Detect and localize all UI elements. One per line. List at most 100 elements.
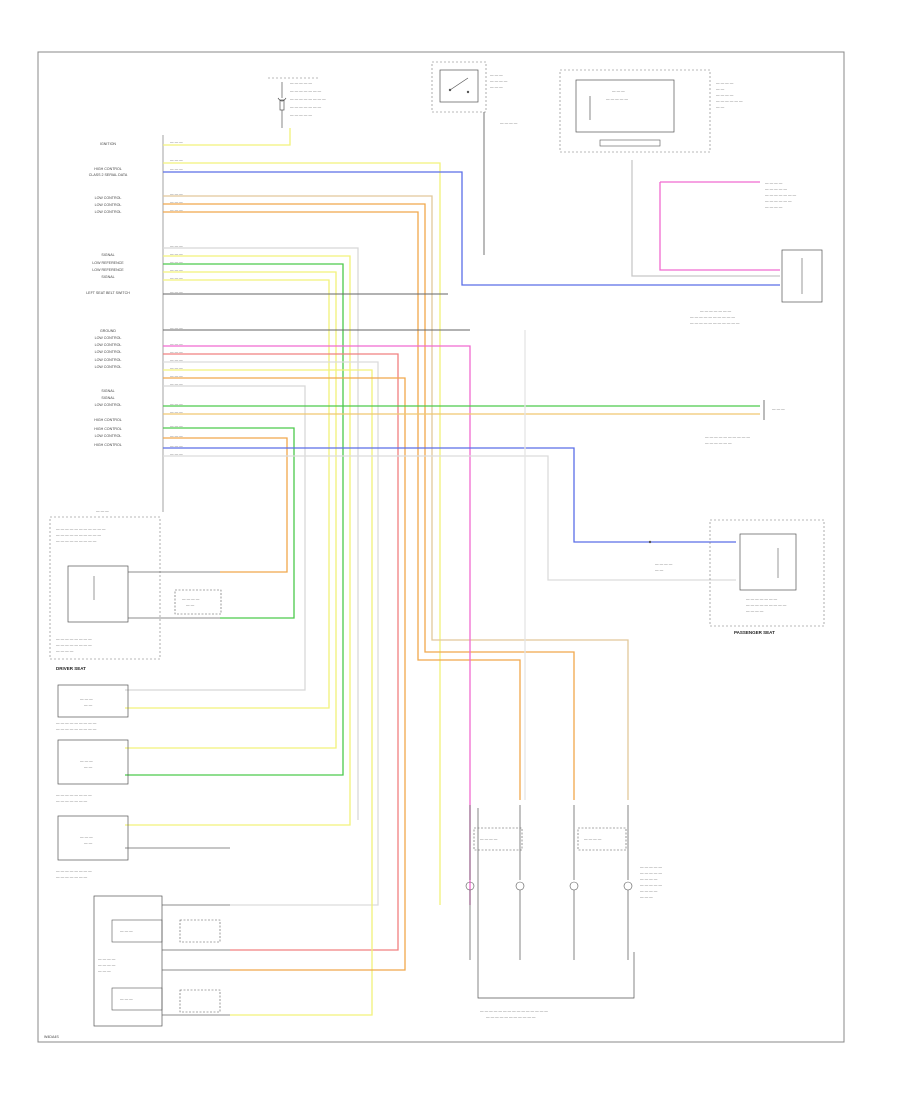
svg-text:— — —: — — —: [170, 268, 183, 272]
svg-text:— — — —: — — — —: [746, 609, 764, 613]
svg-text:— — — — — — — —: — — — — — — — —: [56, 869, 92, 873]
svg-text:— — — —: — — — —: [716, 81, 734, 85]
driver-seat-label: DRIVER SEAT: [56, 666, 86, 671]
svg-text:SIGNAL: SIGNAL: [101, 253, 114, 257]
svg-text:— — —: — — —: [80, 835, 93, 839]
svg-text:— — —: — — —: [170, 244, 183, 248]
svg-text:LOW CONTROL: LOW CONTROL: [95, 350, 122, 354]
ignition-fuse-block: — — — — — — — — — — — — — — — — — — — — …: [268, 77, 326, 128]
svg-text:LOW CONTROL: LOW CONTROL: [95, 336, 122, 340]
svg-text:— — — — — — — — —: — — — — — — — — —: [56, 727, 97, 731]
svg-text:— — —: — — —: [170, 444, 183, 448]
svg-text:— — —: — — —: [170, 382, 183, 386]
left-side-impact-sensor-box: — — — — — — — — — — — — — — — — — — — — …: [49, 509, 222, 671]
svg-text:LOW CONTROL: LOW CONTROL: [95, 343, 122, 347]
svg-text:— — — — —: — — — — —: [606, 97, 628, 101]
wire-labels: — — — — — — — — — — — — — — — — — — — — …: [170, 140, 183, 456]
svg-text:— — —: — — —: [170, 167, 183, 171]
svg-text:— — — — — — —: — — — — — — —: [746, 597, 778, 601]
svg-text:— — — — — —: — — — — — —: [765, 199, 792, 203]
right-frontal-sensor: — — — — — — — — — — — — — — — — — — — —: [56, 739, 129, 803]
svg-text:— — — — — — —: — — — — — — —: [56, 799, 88, 803]
svg-text:— — —: — — —: [490, 73, 503, 77]
svg-text:SIGNAL: SIGNAL: [101, 275, 114, 279]
svg-text:— — —: — — —: [170, 434, 183, 438]
svg-text:— — —: — — —: [170, 208, 183, 212]
svg-text:— — — —: — — — —: [500, 121, 518, 125]
svg-text:— — —: — — —: [170, 410, 183, 414]
svg-text:— — —: — — —: [170, 276, 183, 280]
wire-low-control-3: [163, 211, 521, 800]
svg-text:— — — —: — — — —: [640, 889, 658, 893]
svg-text:— —: — —: [84, 765, 93, 769]
svg-text:— — — — — — — — — — —: — — — — — — — — — — —: [56, 527, 106, 531]
svg-text:— — — — — — — — — — — — — — —: — — — — — — — — — — — — — — —: [480, 1009, 548, 1013]
svg-text:— — —: — — —: [170, 260, 183, 264]
svg-text:— — —: — — —: [170, 290, 183, 294]
wire-high-control: [163, 162, 441, 905]
svg-text:— — —: — — —: [170, 326, 183, 330]
svg-text:— — — — — — — — —: — — — — — — — — —: [56, 539, 97, 543]
svg-text:— — —: — — —: [170, 374, 183, 378]
svg-text:— — —: — — —: [120, 929, 133, 933]
wire-signal-yellow-2: [125, 279, 330, 709]
svg-text:— — — — — — —: — — — — — — —: [290, 89, 322, 93]
svg-text:— — — — —: — — — — —: [290, 113, 312, 117]
page-reference: W4DA4S: [44, 1035, 59, 1039]
svg-text:— — — —: — — — —: [655, 562, 673, 566]
svg-text:— — — —: — — — —: [182, 597, 200, 601]
steering-wheel-module: — — — — — — — — — — — — — — — — —: [93, 895, 230, 1027]
wire-blue-right: [163, 447, 736, 543]
wire-class2: [163, 171, 780, 286]
svg-text:— — — — — —: — — — — — —: [705, 441, 732, 445]
svg-text:— — — —: — — — —: [490, 79, 508, 83]
svg-text:— — — —: — — — —: [98, 957, 116, 961]
left-roof-sensor: — — — — — — — — — — — — — — — — — — — —: [56, 815, 230, 879]
wire-low-control-2: [163, 203, 575, 800]
wire-gray-5: [125, 385, 306, 691]
wire-orange-down: [163, 437, 288, 573]
svg-text:— — — —: — — — —: [716, 93, 734, 97]
svg-text:— — —: — — —: [170, 366, 183, 370]
svg-text:— — — —: — — — —: [765, 181, 783, 185]
svg-text:LOW CONTROL: LOW CONTROL: [95, 210, 122, 214]
svg-text:— — — —: — — — —: [640, 877, 658, 881]
svg-text:— —: — —: [716, 105, 725, 109]
svg-text:— — — —: — — — —: [584, 837, 602, 841]
svg-text:— — — —: — — — —: [480, 837, 498, 841]
svg-text:— — —: — — —: [120, 997, 133, 1001]
svg-text:— — — —: — — — —: [98, 963, 116, 967]
svg-text:— — — — — — — —: — — — — — — — —: [56, 643, 92, 647]
passenger-seat-label: PASSENGER SEAT: [734, 630, 775, 635]
circuit-labels: IGNITION HIGH CONTROL CLASS 2 SERIAL DAT…: [86, 142, 130, 447]
svg-text:HIGH CONTROL: HIGH CONTROL: [94, 443, 122, 447]
svg-text:— — — — — — — —: — — — — — — — —: [56, 793, 92, 797]
svg-text:— — —: — — —: [170, 140, 183, 144]
svg-text:LOW CONTROL: LOW CONTROL: [95, 434, 122, 438]
svg-text:— — —: — — —: [170, 452, 183, 456]
svg-text:LEFT SEAT BELT SWITCH: LEFT SEAT BELT SWITCH: [86, 291, 130, 295]
svg-text:— — — — —: — — — — —: [640, 883, 662, 887]
svg-text:— — —: — — —: [490, 85, 503, 89]
svg-text:IGNITION: IGNITION: [100, 142, 116, 146]
svg-text:— —: — —: [655, 568, 664, 572]
frontal-impact-sensor-right: — — — — — — — — — — — — — — — — — — —: [705, 400, 785, 445]
svg-text:— — — — — — — —: — — — — — — — —: [56, 637, 92, 641]
svg-text:— — — — —: — — — — —: [640, 871, 662, 875]
wires: [125, 112, 780, 1016]
inflatable-restraint-module: — — — — — — — — — — — — — — — — — — — — …: [465, 805, 662, 1019]
svg-text:— — —: — — —: [170, 342, 183, 346]
wire-pink: [163, 345, 471, 905]
svg-text:— — —: — — —: [772, 407, 785, 411]
instrument-panel-box: — — — — — — — — — — — — — — — — — — — — …: [559, 69, 743, 153]
svg-text:— — — — — — —: — — — — — — —: [765, 193, 797, 197]
wire-low-ref-green: [125, 263, 344, 776]
svg-text:— —: — —: [716, 87, 725, 91]
svg-text:— — — — — —: — — — — — —: [716, 99, 743, 103]
svg-text:— — — — — — — — —: — — — — — — — — —: [56, 721, 97, 725]
svg-text:— — — — — — — —: — — — — — — — —: [290, 97, 326, 101]
wire-gray-top-right: [631, 160, 780, 277]
svg-text:— — —: — — —: [98, 969, 111, 973]
right-side-impact-sensor-box: — — — — — — — — — — — — — — — — — — — — …: [648, 519, 825, 635]
